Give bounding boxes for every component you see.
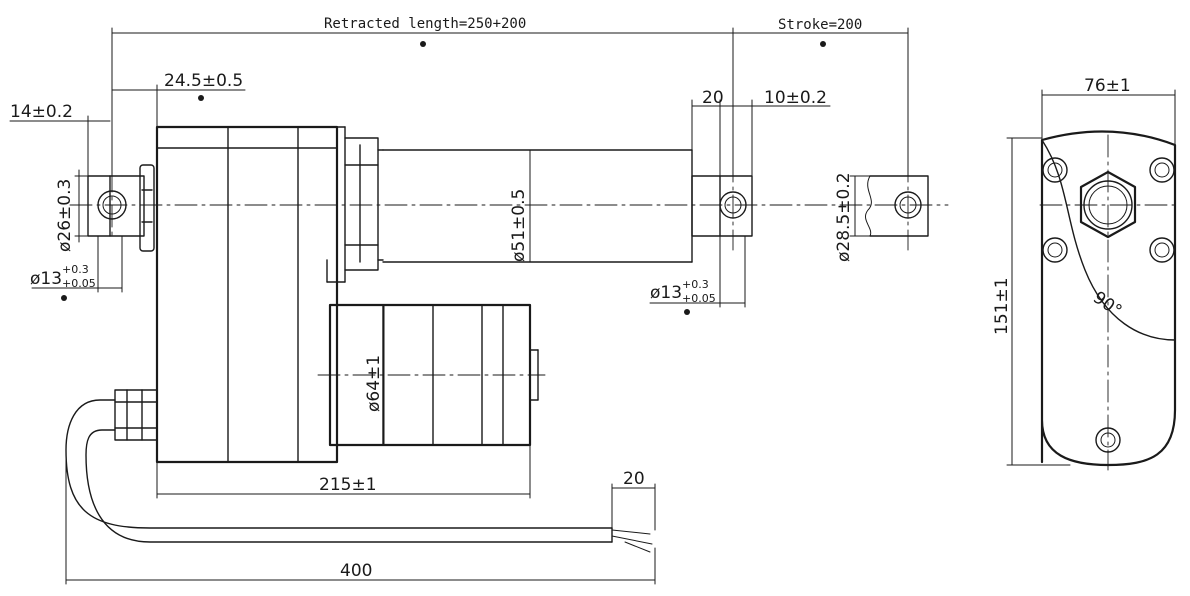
collar-nut [344, 137, 384, 271]
body-length-label: 215±1 [319, 475, 377, 495]
clevis-width-label: 14±0.2 [10, 102, 73, 122]
tube-dia-label: ø51±0.5 [509, 189, 529, 262]
gear-housing [155, 125, 346, 464]
rod-end [691, 175, 753, 237]
cable [65, 389, 653, 553]
front-width-label: 20 [702, 88, 724, 108]
motor-dia-label: ø64±1 [364, 355, 384, 412]
rear-hole-base-label: ø13 [30, 269, 62, 289]
rear-offset-label: 24.5±0.5 [164, 71, 243, 91]
outer-tube [382, 149, 693, 263]
rear-hole-upper-label: +0.3 [62, 263, 89, 276]
front-hole-lower-label: +0.05 [682, 292, 716, 305]
angle-label: 90° [1089, 288, 1125, 322]
cable-length-label: 400 [340, 561, 372, 581]
dimension-labels: Retracted length=250+200 Stroke=200 24.5… [10, 16, 1131, 581]
front-dimensions [9, 27, 909, 585]
front-slot-label: 10±0.2 [764, 88, 827, 108]
side-height-label: 151±1 [992, 277, 1012, 335]
side-width-label: 76±1 [1084, 76, 1131, 96]
extended-rod [865, 175, 929, 237]
front-hole-upper-label: +0.3 [682, 278, 709, 291]
rod-end-dia-label: ø28.5±0.2 [834, 172, 854, 262]
front-view [65, 125, 949, 553]
rear-clevis-dia-label: ø26±0.3 [55, 179, 75, 252]
stroke-label: Stroke=200 [778, 17, 862, 33]
front-hole-base-label: ø13 [650, 283, 682, 303]
rear-hole-lower-label: +0.05 [62, 277, 96, 290]
side-view [1006, 89, 1179, 471]
retracted-length-label: Retracted length=250+200 [324, 16, 526, 32]
cable-end-label: 20 [623, 469, 645, 489]
